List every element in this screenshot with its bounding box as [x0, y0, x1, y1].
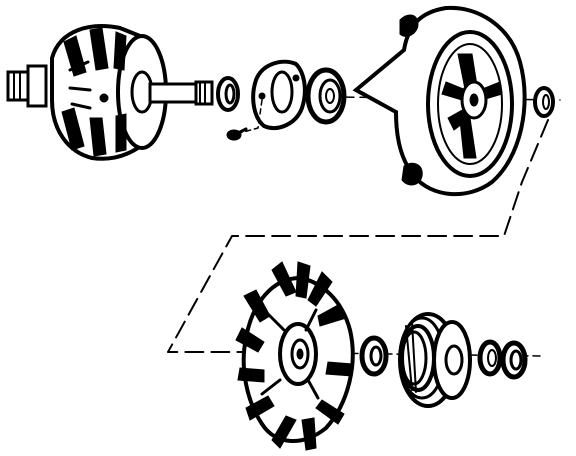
spacer-ring-icon	[216, 76, 240, 112]
pulley-icon	[398, 312, 472, 408]
end-frame-icon	[352, 5, 527, 196]
collar-icon	[533, 86, 555, 118]
rotor-icon	[6, 24, 214, 161]
ball-bearing-icon	[305, 67, 347, 125]
fan-icon	[235, 261, 355, 451]
nut-icon	[500, 340, 528, 380]
assembly-path-line	[167, 119, 549, 353]
retainer-plate-icon	[251, 59, 307, 130]
screw-icon	[226, 99, 263, 141]
washer-icon	[477, 339, 503, 377]
sleeve-icon	[359, 335, 389, 377]
